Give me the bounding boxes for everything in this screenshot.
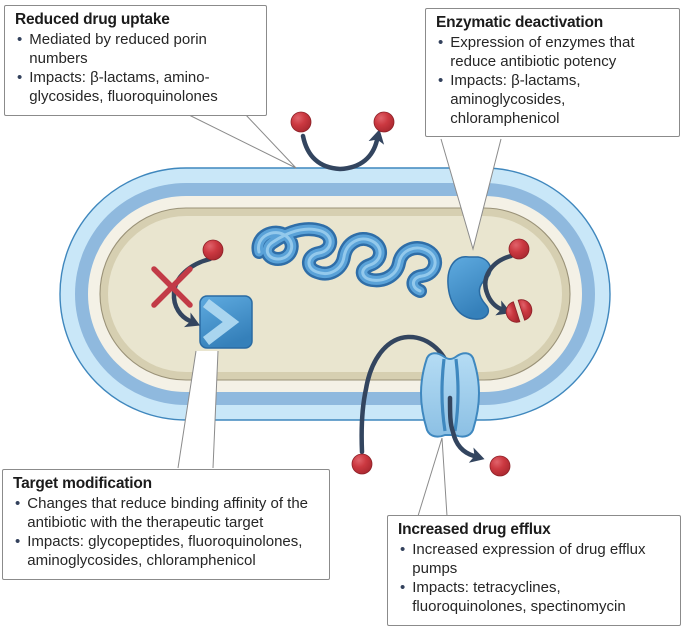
bullet-item: • Expression of enzymes that reduce anti… [436, 34, 670, 72]
box-title: Reduced drug uptake [15, 11, 170, 28]
callout-box-target-modification: Target modification • Changes that reduc… [2, 469, 330, 580]
bullet-text: Impacts: β-lactams, amino-glycosides, fl… [29, 68, 218, 105]
blocked-binding-arrow [171, 256, 213, 328]
bullet-dot: • [438, 34, 444, 51]
bullet-item: • Increased expression of drug efflux pu… [398, 541, 671, 579]
reduced-uptake-illustration [290, 111, 395, 172]
bullet-dot: • [400, 541, 406, 558]
cleaved-drug-icon [505, 299, 533, 323]
bullet-text: Increased expression of drug efflux pump… [412, 541, 646, 577]
bullet-list: • Mediated by reduced porin numbers • Im… [15, 31, 257, 107]
bullet-dot: • [17, 68, 23, 86]
drug-molecule-icon [508, 238, 530, 260]
target-modification-illustration [151, 239, 253, 349]
enzymatic-deactivation-illustration [447, 238, 533, 323]
box-title: Increased drug efflux [398, 521, 551, 538]
bullet-text: Impacts: glycopeptides, fluoroquinolones… [27, 532, 303, 569]
callout-box-increased-efflux: Increased drug efflux • Increased expres… [387, 515, 681, 626]
bullet-dot: • [400, 578, 406, 596]
pump-channel [440, 358, 447, 432]
pointer-reduced-uptake [186, 113, 297, 169]
bullet-item: • Impacts: glycopeptides, fluoroquinolon… [13, 533, 320, 571]
callout-box-enzymatic-deactivation: Enzymatic deactivation • Expression of e… [425, 8, 680, 138]
pump-channel [453, 358, 460, 432]
drug-molecule-icon [290, 111, 312, 133]
bullet-dot: • [438, 71, 444, 89]
binding-site-chevron [202, 299, 240, 345]
bullet-text: Impacts: tetracyclines, fluoroquinolones… [412, 578, 626, 615]
efflux-pump-icon [420, 352, 480, 438]
bullet-item: • Impacts: β-lactams, amino-glycosides, … [15, 69, 257, 107]
deactivation-arrow [483, 253, 514, 316]
bullet-item: • Impacts: tetracyclines, fluoroquinolon… [398, 579, 671, 617]
box-title: Enzymatic deactivation [436, 14, 604, 31]
bullet-item: • Mediated by reduced porin numbers [15, 31, 257, 69]
drug-molecule-icon [351, 453, 373, 475]
drug-expel-arrow [447, 395, 485, 463]
dna-highlight [257, 227, 437, 293]
drug-molecule-icon [373, 111, 395, 133]
bullet-dot: • [15, 495, 21, 512]
bullet-dot: • [15, 532, 21, 550]
bullet-item: • Impacts: β-lactams, aminoglycosides, c… [436, 72, 670, 129]
blocked-cross-icon [151, 266, 193, 308]
drug-molecule-icon [202, 239, 224, 261]
bacterial-cell [59, 167, 611, 421]
pointer-efflux [417, 437, 448, 517]
chromosome-dna-icon [251, 222, 443, 298]
bullet-dot: • [17, 31, 23, 48]
efflux-illustration [351, 334, 511, 477]
bullet-list: • Changes that reduce binding affinity o… [13, 495, 320, 571]
bullet-item: • Changes that reduce binding affinity o… [13, 495, 320, 533]
bounce-arrow [300, 129, 385, 172]
bullet-list: • Increased expression of drug efflux pu… [398, 541, 671, 617]
bullet-text: Mediated by reduced porin numbers [29, 31, 207, 67]
pointer-target-fill [178, 351, 218, 468]
bullet-list: • Expression of enzymes that reduce anti… [436, 34, 670, 128]
pointer-target [177, 350, 219, 469]
callout-box-reduced-uptake: Reduced drug uptake • Mediated by reduce… [4, 5, 267, 116]
callout-pointers [177, 113, 502, 517]
bullet-text: Expression of enzymes that reduce antibi… [450, 34, 635, 70]
bullet-text: Changes that reduce binding affinity of … [27, 495, 309, 531]
pointer-enzymatic [440, 138, 502, 251]
drug-molecule-icon [489, 455, 511, 477]
drug-entry-arrow [359, 334, 458, 455]
pointer-enzymatic-fill [441, 139, 501, 249]
bullet-text: Impacts: β-lactams, aminoglycosides, chl… [450, 71, 581, 127]
box-title: Target modification [13, 475, 152, 492]
